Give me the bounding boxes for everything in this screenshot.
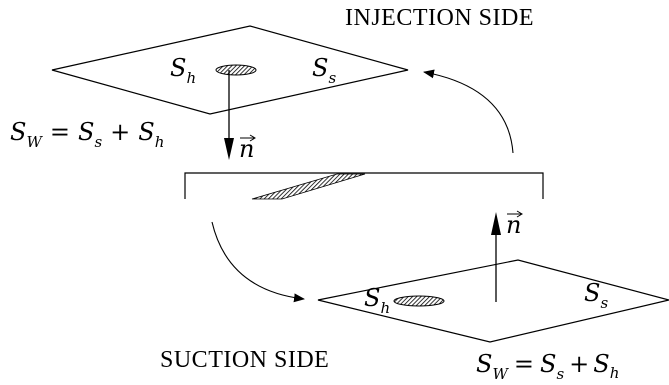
suction-area-equation: SW=Ss+Sh	[476, 350, 619, 383]
suction-normal-arrowhead	[491, 212, 501, 235]
channel-outline	[184, 172, 544, 199]
suction-side-plane	[317, 259, 669, 343]
curved-arrow-to-injection	[423, 69, 514, 154]
injection-normal-arrowhead	[224, 138, 234, 160]
injection-side-plane	[51, 25, 409, 115]
suction-side-label: SUCTION SIDE	[160, 347, 329, 373]
injection-area-equation: SW=Ss+Sh	[10, 118, 164, 151]
channel-hatched-passage	[251, 173, 366, 200]
injection-side-label: INJECTION SIDE	[345, 5, 534, 31]
curved-arrow-to-suction	[211, 221, 305, 303]
suction-s-s-symbol: Ss	[584, 279, 608, 312]
injection-s-s-symbol: Ss	[312, 54, 336, 87]
suction-s-h-symbol: Sh	[364, 284, 390, 317]
injection-hole	[215, 64, 257, 76]
suction-normal-label: n	[506, 211, 521, 239]
suction-normal-label-arrow	[507, 210, 523, 218]
injection-normal-label-arrow	[240, 134, 256, 142]
suction-hole	[393, 295, 445, 307]
injection-s-h-symbol: Sh	[170, 54, 196, 87]
injection-normal-label: n	[239, 135, 254, 163]
